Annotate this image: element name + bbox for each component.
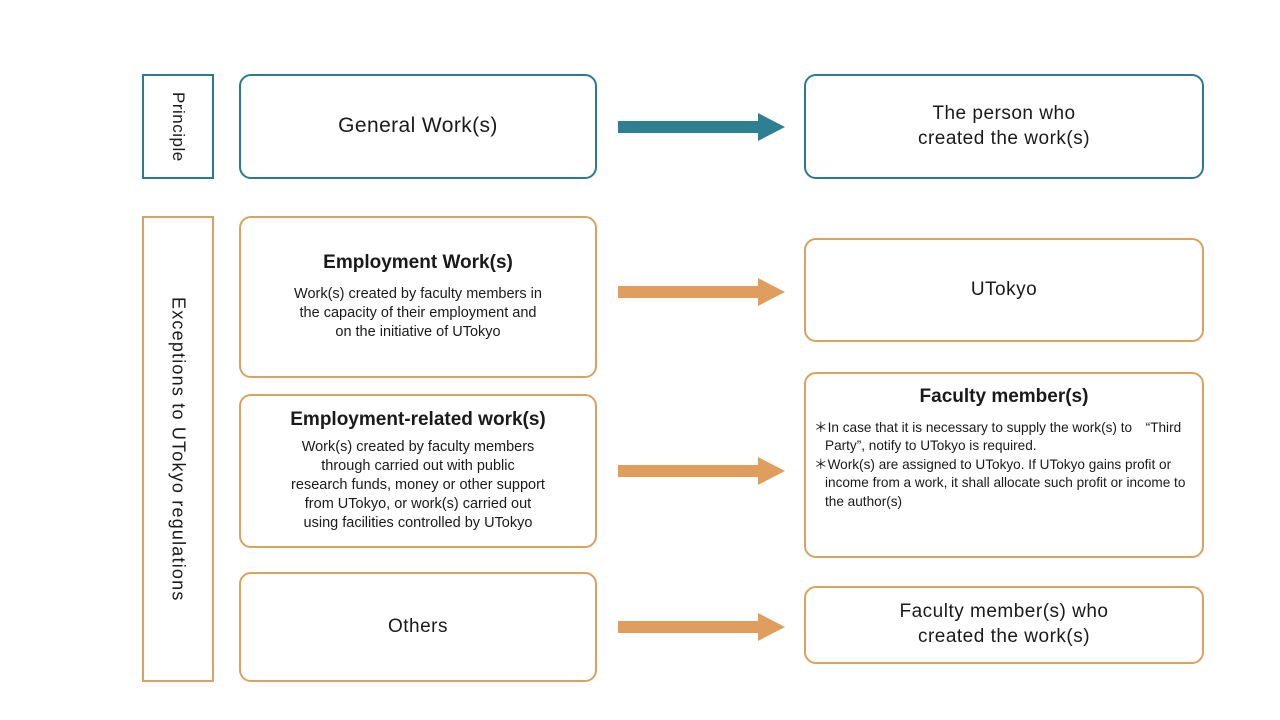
others-result-line1: Faculty member(s) who	[899, 601, 1109, 623]
utokyo-result-title: UTokyo	[970, 278, 1038, 300]
others-result-box[interactable]: Faculty member(s) who created the work(s…	[804, 586, 1204, 664]
employment-related-body-line-5: using facilities controlled by UTokyo	[303, 515, 533, 532]
principle-label-box: Principle	[142, 74, 214, 179]
employment-related-body-line-3: research funds, money or other support	[291, 476, 545, 493]
general-works-title: General Work(s)	[338, 114, 498, 138]
employment-related-body-line-1: Work(s) created by faculty members	[301, 438, 535, 455]
general-works-box[interactable]: General Work(s)	[239, 74, 597, 179]
principle-result-line1: The person who	[932, 102, 1076, 124]
faculty-member-note-2: ＊Work(s) are assigned to UTokyo. If UTok…	[814, 456, 1186, 509]
exceptions-label-text: Exceptions to UTokyo regulations	[168, 296, 189, 602]
faculty-member-result-title: Faculty member(s)	[919, 386, 1089, 407]
employment-related-body-line-2: through carried out with public	[321, 457, 515, 474]
faculty-member-notes: ＊In case that it is necessary to supply …	[810, 419, 1198, 511]
employment-works-body-line-3: on the initiative of UTokyo	[335, 323, 501, 340]
employment-works-title: Employment Work(s)	[323, 251, 513, 273]
employment-works-box[interactable]: Employment Work(s) Work(s) created by fa…	[239, 216, 597, 378]
arrow-right-orange-2	[618, 457, 785, 485]
utokyo-result-box[interactable]: UTokyo	[804, 238, 1204, 342]
others-result-line2: created the work(s)	[917, 626, 1091, 647]
others-box[interactable]: Others	[239, 572, 597, 682]
others-title: Others	[387, 615, 449, 637]
arrow-right-teal	[618, 113, 785, 141]
employment-works-body-line-2: the capacity of their employment and	[299, 304, 537, 321]
faculty-member-note-1: ＊In case that it is necessary to supply …	[814, 419, 1182, 454]
principle-result-line2: created the work(s)	[917, 127, 1091, 149]
principle-result-box[interactable]: The person who created the work(s)	[804, 74, 1204, 179]
employment-works-body-line-1: Work(s) created by faculty members in	[294, 285, 542, 302]
employment-related-works-title: Employment-related work(s)	[290, 408, 546, 430]
arrow-right-orange-1	[618, 278, 785, 306]
principle-label-text: Principle	[169, 91, 189, 162]
employment-related-body-line-4: from UTokyo, or work(s) carried out	[304, 495, 532, 512]
employment-related-works-box[interactable]: Employment-related work(s) Work(s) creat…	[239, 394, 597, 548]
exceptions-label-box: Exceptions to UTokyo regulations	[142, 216, 214, 682]
arrow-right-orange-3	[618, 613, 785, 641]
faculty-member-result-box[interactable]: Faculty member(s) ＊In case that it is ne…	[804, 372, 1204, 558]
